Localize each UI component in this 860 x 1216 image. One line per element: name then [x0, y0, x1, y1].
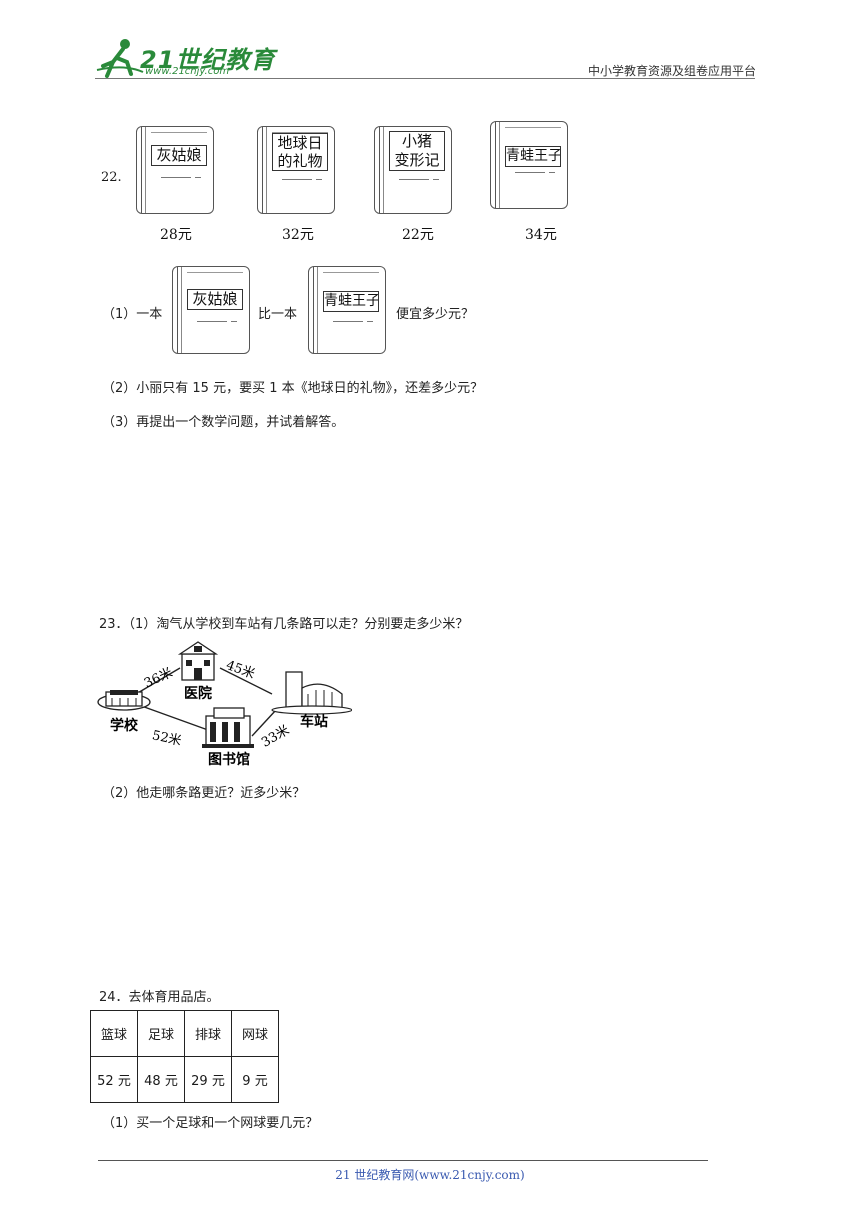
road-school-library — [135, 703, 209, 731]
book-title: 灰姑娘 — [151, 145, 207, 166]
road-library-station — [251, 709, 277, 737]
book-title: 小猪变形记 — [389, 131, 445, 171]
book-title: 灰姑娘 — [187, 289, 243, 310]
library-building — [202, 707, 254, 748]
footer-divider — [98, 1160, 708, 1161]
table-row: 篮球 足球 排球 网球 — [90, 1010, 279, 1057]
distance-label: 52米 — [151, 728, 183, 749]
header-divider — [95, 78, 755, 79]
place-label: 学校 — [110, 717, 139, 734]
q22-sub1-prefix: （1）一本 — [102, 307, 163, 322]
distance-label: 33米 — [259, 723, 292, 751]
book-title: 青蛙王子 — [505, 146, 561, 167]
footer-text: 21 世纪教育网(www.21cnjy.com) — [335, 1168, 525, 1182]
road-hospital-station — [219, 667, 273, 695]
site-logo — [96, 39, 144, 78]
school-building — [97, 690, 151, 711]
q24-sub1: （1）买一个足球和一个网球要几元？ — [102, 1116, 319, 1131]
book-title: 青蛙王子 — [323, 291, 379, 312]
hospital-building — [177, 641, 219, 681]
header-platform-text: 中小学教育资源及组卷应用平台 — [587, 64, 756, 78]
q23-intro: 23．（1）淘气从学校到车站有几条路可以走？分别要走多少米？ — [99, 617, 469, 632]
book-piglet: 小猪变形记 — [374, 126, 452, 214]
book-cinderella-small: 灰姑娘 — [172, 266, 250, 354]
distance-label: 36米 — [142, 665, 175, 691]
book-price: 32元 — [282, 227, 314, 243]
q22-sub2: （2）小丽只有 15 元，要买 1 本《地球日的礼物》，还差多少元？ — [102, 381, 484, 396]
book-price: 22元 — [402, 227, 434, 243]
place-label: 图书馆 — [208, 751, 250, 768]
question-22-number: 22. — [101, 170, 122, 185]
book-earth-day-gift: 地球日的礼物 — [257, 126, 335, 214]
q23-sub2: （2）他走哪条路更近？近多少米？ — [102, 786, 306, 801]
table-cell: 52 元 — [90, 1056, 138, 1103]
table-cell: 足球 — [137, 1010, 185, 1057]
place-label: 医院 — [184, 685, 212, 702]
q22-sub1-middle: 比一本 — [258, 307, 298, 322]
book-title: 地球日的礼物 — [272, 133, 328, 171]
table-cell: 9 元 — [231, 1056, 279, 1103]
logo-url: www.21cnjy.com — [145, 66, 230, 77]
q24-intro: 24．去体育用品店。 — [99, 990, 220, 1005]
table-row: 52 元 48 元 29 元 9 元 — [90, 1056, 279, 1103]
book-frog-prince-small: 青蛙王子 — [308, 266, 386, 354]
logo-text: 21世纪教育 — [140, 46, 276, 74]
table-cell: 48 元 — [137, 1056, 185, 1103]
book-price: 28元 — [160, 227, 192, 243]
sports-price-table: 篮球 足球 排球 网球 52 元 48 元 29 元 9 元 — [90, 1010, 279, 1103]
place-label: 车站 — [300, 713, 328, 730]
book-cinderella: 灰姑娘 — [136, 126, 214, 214]
table-cell: 排球 — [184, 1010, 232, 1057]
road-school-hospital — [135, 667, 181, 695]
route-map: 36米 45米 52米 33米 学校 医院 图书馆 车站 — [97, 641, 352, 768]
book-frog-prince: 青蛙王子 — [490, 121, 568, 209]
station-building — [271, 671, 352, 715]
q22-sub3: （3）再提出一个数学问题，并试着解答。 — [102, 415, 345, 430]
table-cell: 29 元 — [184, 1056, 232, 1103]
table-cell: 网球 — [231, 1010, 279, 1057]
table-cell: 篮球 — [90, 1010, 138, 1057]
book-price: 34元 — [525, 227, 557, 243]
q22-sub1-suffix: 便宜多少元？ — [396, 307, 475, 322]
